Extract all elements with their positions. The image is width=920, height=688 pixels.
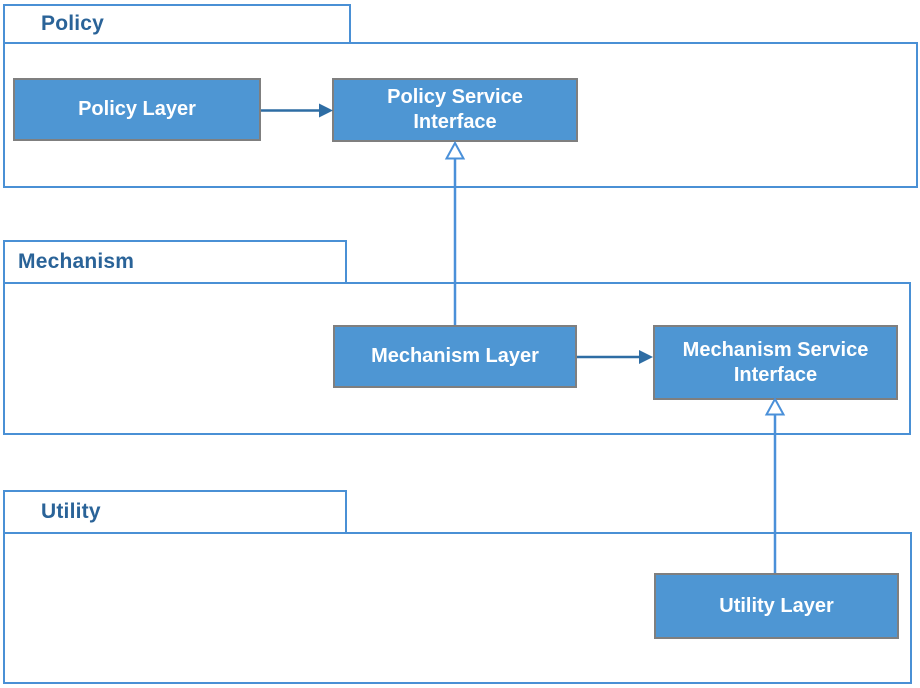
package-utility-tab: Utility: [3, 490, 347, 532]
node-mechanism-service-interface-label: Mechanism Service Interface: [682, 338, 869, 386]
package-policy-tab: Policy: [3, 4, 351, 42]
node-mechanism-layer: Mechanism Layer: [333, 325, 577, 388]
package-mechanism-label: Mechanism: [18, 250, 135, 273]
package-policy-label: Policy: [41, 12, 105, 35]
node-policy-service-interface: Policy Service Interface: [332, 78, 578, 142]
node-policy-layer: Policy Layer: [13, 78, 261, 141]
package-utility-label: Utility: [41, 500, 101, 523]
node-mechanism-layer-label: Mechanism Layer: [371, 345, 539, 367]
node-policy-service-interface-label: Policy Service Interface: [387, 86, 523, 133]
node-utility-layer-label: Utility Layer: [719, 594, 834, 617]
node-policy-layer-label: Policy Layer: [78, 98, 196, 120]
package-mechanism-tab: Mechanism: [3, 240, 347, 282]
node-utility-layer: Utility Layer: [654, 573, 899, 639]
node-mechanism-service-interface: Mechanism Service Interface: [653, 325, 898, 400]
